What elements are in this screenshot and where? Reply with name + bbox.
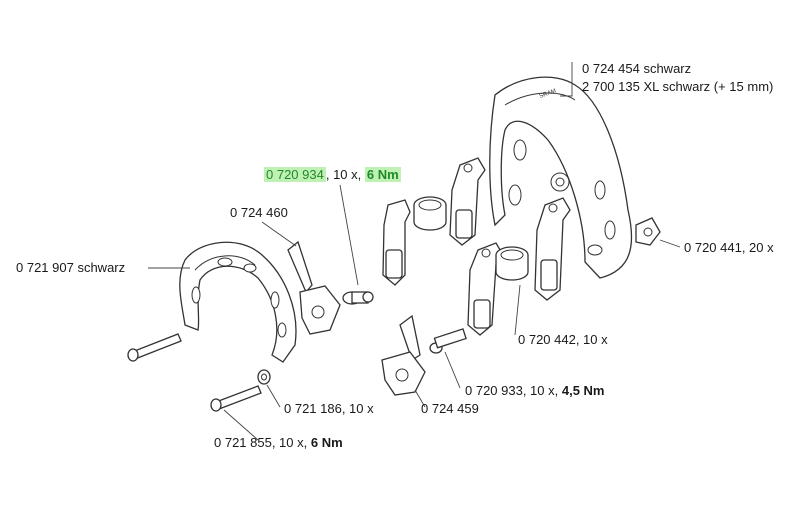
label-lever-bottom: 0 724 459 (421, 401, 479, 416)
clamp-part-upper (449, 157, 486, 246)
label-shield-line1: 0 724 454 schwarz (582, 61, 692, 76)
label-bolt-6nm-part: 0 720 934 (264, 167, 326, 182)
label-bolt-6nm-torque: 6 Nm (364, 167, 401, 182)
label-bolt-45nm-torque: 4,5 Nm (561, 383, 605, 398)
clamp-part-right (534, 197, 571, 301)
clip-part (635, 217, 661, 246)
label-lever-top: 0 724 460 (230, 205, 288, 220)
leader-lines (148, 62, 681, 441)
label-clamp: 0 720 442, 10 x (518, 332, 608, 347)
svg-text:SRAM: SRAM (539, 88, 557, 100)
brake-lever-top-part (287, 240, 341, 335)
long-bolt-lower-part (210, 385, 262, 412)
label-frame-left: 0 721 907 schwarz (16, 260, 126, 275)
spacer-ring-lower (495, 246, 529, 281)
label-long-bolt-part: 0 721 855, 10 x, (214, 435, 311, 450)
brake-lever-bottom-part (381, 314, 426, 396)
washer-part (257, 369, 271, 385)
bolt-45nm-part (429, 328, 467, 354)
long-bolt-upper-part (127, 333, 182, 362)
label-bolt-6nm: 0 720 934, 10 x, 6 Nm (264, 167, 401, 183)
label-bolt-45nm-part: 0 720 933, 10 x, (465, 383, 562, 398)
label-bolt-45nm: 0 720 933, 10 x, 4,5 Nm (465, 383, 605, 399)
label-clip-right: 0 720 441, 20 x (684, 240, 774, 255)
label-washer: 0 721 186, 10 x (284, 401, 374, 416)
clamp-part-lower (467, 242, 504, 336)
bolt-6nm-part (342, 291, 374, 305)
spacer-ring-upper (413, 196, 447, 231)
shield-part: SRAM (489, 76, 633, 279)
label-bolt-6nm-rest: , 10 x, (325, 167, 365, 182)
label-long-bolt: 0 721 855, 10 x, 6 Nm (214, 435, 343, 451)
clamp-part-left (382, 199, 411, 286)
label-shield-line2: 2 700 135 XL schwarz (+ 15 mm) (582, 79, 774, 94)
label-long-bolt-torque: 6 Nm (310, 435, 343, 450)
frame-arc-part (179, 241, 297, 363)
